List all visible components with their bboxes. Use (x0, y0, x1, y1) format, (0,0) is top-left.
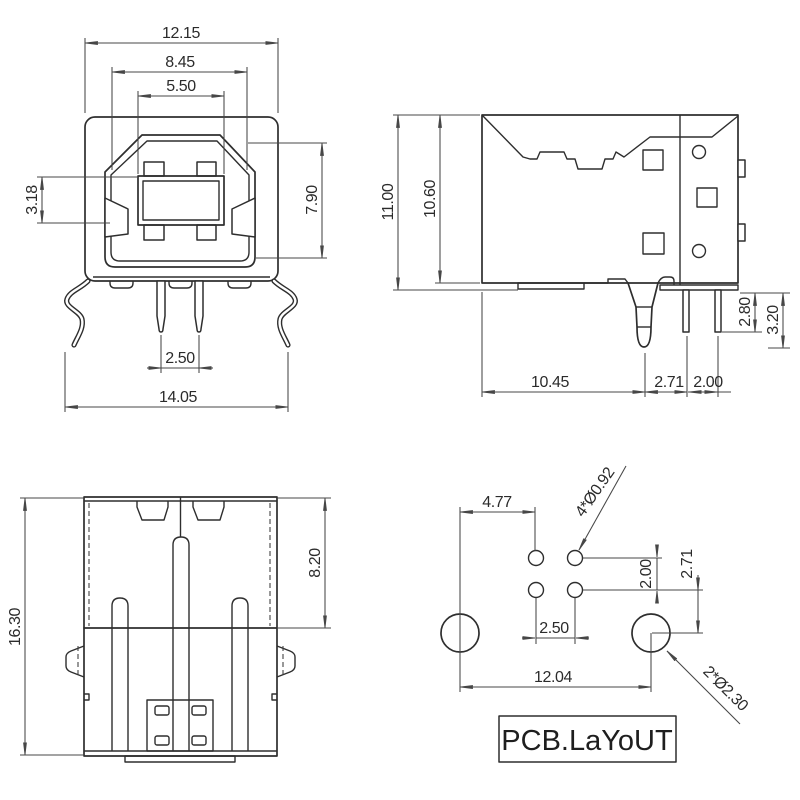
mounting-leg-left-inner (65, 279, 90, 347)
dim-peg-length: 3.20 (765, 305, 782, 335)
peg-rear-hump (657, 276, 675, 285)
mounting-peg (627, 282, 659, 348)
shell-left-notch (104, 197, 129, 238)
shell-outer-outline (104, 134, 256, 268)
shell-right-notch (231, 197, 256, 238)
base-step (584, 278, 629, 284)
tongue-outer (137, 175, 225, 226)
terminal-slot (154, 705, 170, 716)
tongue-inner (142, 180, 220, 221)
dim-pin-pitch: 2.50 (165, 350, 195, 367)
dim-tongue-height: 3.18 (24, 185, 41, 215)
pcb-layout-view: 4.77 4*Ø0.92 2.00 2.71 2.50 12.04 2*Ø2.3… (440, 464, 751, 763)
side-pin-right (714, 289, 722, 333)
pcb-pin-hole (527, 581, 545, 599)
dim-body-height: 10.60 (422, 179, 439, 218)
rear-dimple (691, 243, 707, 259)
rear-dimple (691, 144, 707, 160)
dim-tongue-width: 5.50 (166, 78, 196, 95)
dim-hole-row-pitch: 2.00 (638, 559, 655, 589)
dim-row-to-peg-hole: 2.71 (679, 549, 696, 579)
dim-housing-width: 12.15 (162, 25, 201, 42)
side-rod-left (111, 597, 129, 751)
dim-peg-to-pin: 2.71 (654, 374, 684, 391)
housing-outline (84, 116, 279, 282)
rear-tab (737, 223, 746, 242)
solder-pin-right (194, 280, 204, 333)
terminal-block (146, 699, 214, 752)
shield-notch-left (136, 501, 169, 521)
dim-peg-hole-pitch: 12.04 (534, 669, 573, 686)
rear-window (696, 187, 718, 208)
standoff-bump (168, 281, 193, 289)
terminal-slot (154, 735, 170, 746)
center-rod (172, 536, 190, 751)
side-step-left (84, 693, 90, 701)
dim-overall-height: 11.00 (380, 183, 397, 220)
latch-tab-right (276, 645, 296, 678)
rear-tab (737, 159, 746, 178)
dim-pin-length: 2.80 (737, 297, 754, 327)
pcb-layout-label: PCB.LaYoUT (501, 725, 673, 757)
mounting-leg-right-inner (272, 279, 297, 347)
shell-window (642, 232, 665, 255)
dim-peg-holes: 2*Ø2.30 (699, 663, 751, 715)
top-view: 16.30 8.20 (7, 496, 331, 763)
side-pin-left (682, 289, 690, 333)
terminal-slot (191, 705, 207, 716)
pcb-pin-hole (566, 549, 584, 567)
contact-tab-bottom-right (196, 224, 217, 241)
contact-tab-bottom-left (143, 224, 165, 241)
dim-shield-depth: 8.20 (307, 548, 324, 578)
contact-tab-top-left (143, 161, 165, 177)
dim-shell-width: 8.45 (165, 54, 195, 71)
shell-inner-outline (110, 140, 250, 262)
terminal-slot (191, 735, 207, 746)
rear-base-plate (659, 284, 739, 291)
bottom-foot (124, 755, 236, 763)
solder-pin-left (156, 280, 166, 333)
latch-tab-left (65, 645, 85, 678)
side-body-outline (481, 114, 739, 284)
dim-hole-col-pitch: 2.50 (539, 620, 569, 637)
shield-notch-right (192, 501, 225, 521)
side-step-right (271, 693, 277, 701)
side-rod-right (231, 597, 249, 751)
pcb-pin-hole (566, 581, 584, 599)
dim-overall-width: 14.05 (159, 389, 198, 406)
dim-overall-length: 16.30 (7, 607, 24, 646)
contact-tab-top-right (196, 161, 217, 177)
pcb-pin-hole (527, 549, 545, 567)
dim-pin-spacing: 2.00 (693, 374, 723, 391)
standoff-plate (517, 282, 585, 290)
pcb-layout-label-box (498, 715, 677, 763)
side-view: 11.00 10.60 2.80 3.20 10.45 2.71 2.00 (380, 114, 790, 397)
shell-window (642, 149, 664, 171)
dim-shell-height: 7.90 (304, 185, 321, 215)
standoff-bump (227, 281, 252, 289)
shell-seam-line (481, 114, 739, 170)
front-view: 12.15 8.45 5.50 3.18 7.90 2.50 14.05 (24, 25, 327, 412)
standoff-bump (109, 281, 134, 289)
dim-body-depth: 10.45 (531, 374, 570, 391)
dim-hole-col-offset: 4.77 (482, 494, 512, 511)
